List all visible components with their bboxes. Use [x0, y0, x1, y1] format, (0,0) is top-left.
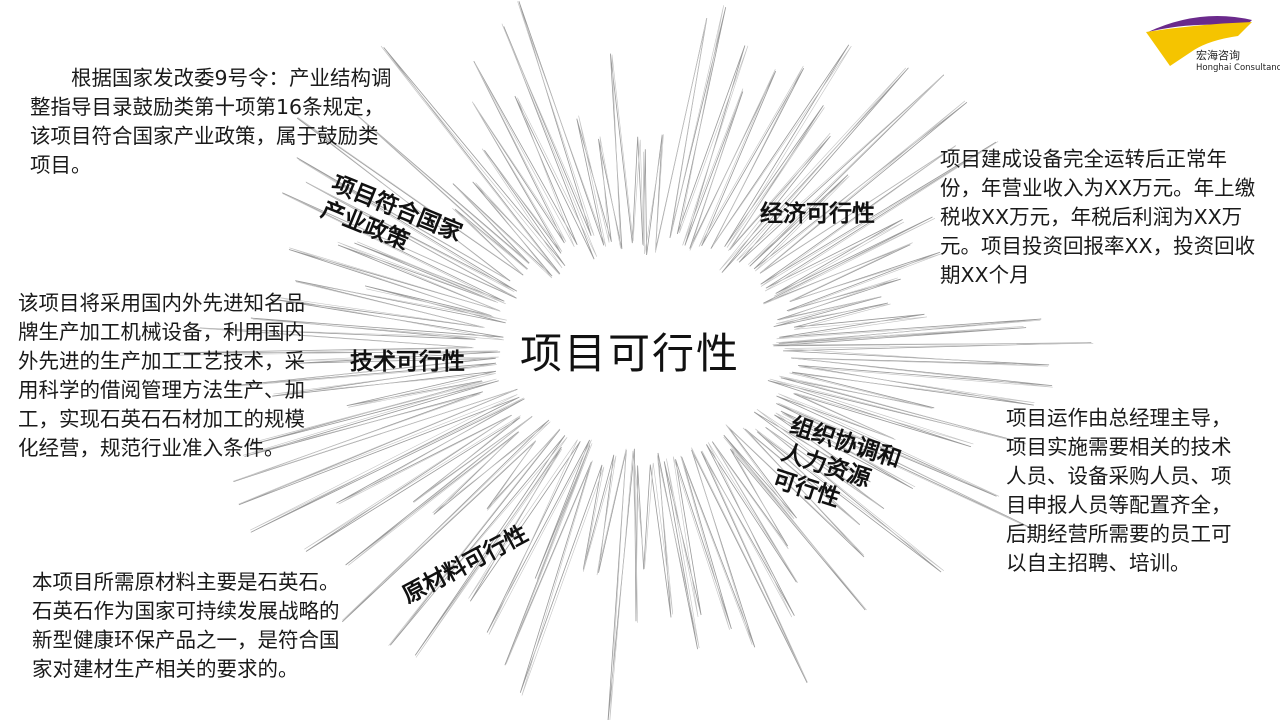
company-logo [1146, 16, 1252, 66]
economic-text: 项目建成设备完全运转后正常年份，年营业收入为XX万元。年上缴税收XX万元，年税后… [940, 147, 1256, 287]
material-text: 本项目所需原材料主要是石英石。石英石作为国家可持续发展战略的新型健康环保产品之一… [32, 570, 340, 681]
policy-text: 根据国家发改委9号令：产业结构调整指导目录鼓励类第十项第16条规定，该项目符合国… [30, 66, 392, 177]
logo-name-en: Honghai Consultancy [1196, 63, 1280, 73]
logo-yellow-wedge [1146, 22, 1252, 66]
economic-label: 经济可行性 [760, 200, 875, 227]
technical-text: 该项目将采用国内外先进知名品牌生产加工机械设备，利用国内外先进的生产加工工艺技术… [18, 291, 305, 460]
center-title: 项目可行性 [520, 329, 741, 378]
burst-outline-sketch [176, 1, 1094, 720]
organization-text: 项目运作由总经理主导，项目实施需要相关的技术人员、设备采购人员、项目申报人员等配… [1006, 406, 1232, 575]
logo-purple-arc [1148, 16, 1252, 32]
logo-name-cn: 宏海咨询 [1196, 49, 1240, 62]
technical-label: 技术可行性 [350, 348, 465, 375]
burst-outline [174, 1, 1092, 720]
